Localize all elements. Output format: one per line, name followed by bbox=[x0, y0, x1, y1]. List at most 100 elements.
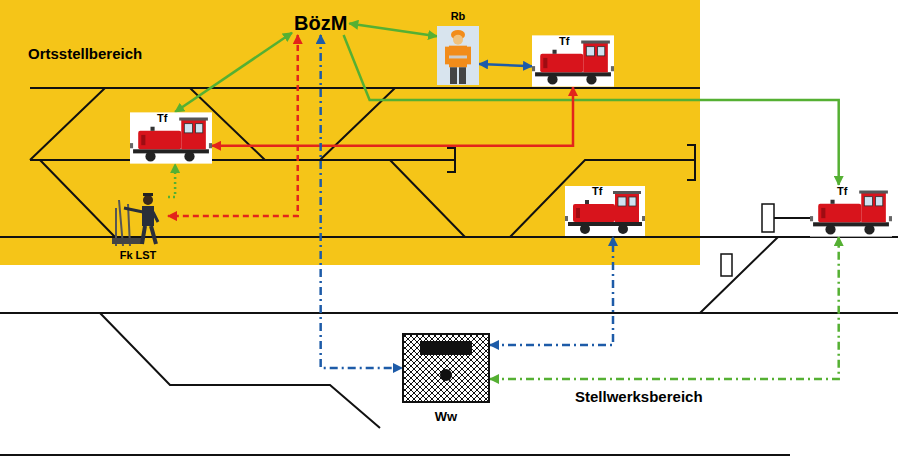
loco-wheel bbox=[184, 151, 194, 161]
loco-cab bbox=[615, 193, 639, 222]
picture-ground bbox=[437, 26, 479, 85]
node-label: Ww bbox=[435, 410, 457, 425]
loco-buffer bbox=[532, 66, 535, 71]
loco-exhaust bbox=[831, 200, 835, 204]
arm bbox=[124, 208, 158, 222]
communication-arrow bbox=[490, 237, 839, 379]
track-lines bbox=[0, 88, 898, 455]
loco-buffer bbox=[209, 143, 212, 148]
switch-box bbox=[403, 334, 489, 402]
communication-arrow bbox=[168, 164, 175, 197]
node-label: Tf bbox=[837, 185, 847, 198]
loco-buffer bbox=[810, 216, 813, 221]
loco-buffer bbox=[642, 216, 645, 221]
loco-exhaust bbox=[585, 200, 589, 204]
person-node: Rb bbox=[437, 10, 479, 85]
node-picture bbox=[532, 35, 614, 87]
lever-frame bbox=[112, 238, 142, 244]
loco-exhaust bbox=[151, 127, 155, 131]
picture-ground bbox=[532, 35, 614, 86]
buffer-stop bbox=[774, 217, 812, 219]
loco-window bbox=[864, 197, 872, 206]
communication-arrow bbox=[321, 35, 402, 368]
operator-node: BözM bbox=[292, 12, 349, 35]
loco-window bbox=[184, 124, 192, 133]
loco-roof bbox=[179, 118, 208, 121]
loco-wheel bbox=[145, 151, 155, 161]
loco-cab bbox=[583, 43, 608, 73]
loco-exhaust bbox=[553, 50, 557, 54]
communication-arrow bbox=[479, 64, 532, 66]
leg bbox=[459, 67, 466, 84]
communication-arrow bbox=[490, 237, 613, 345]
node-picture bbox=[565, 185, 645, 237]
arm bbox=[445, 47, 449, 65]
loco-hood bbox=[818, 204, 861, 222]
loco-wheel bbox=[825, 224, 835, 234]
loco-roof bbox=[613, 191, 641, 194]
loco-window bbox=[586, 47, 594, 56]
loco-buffer bbox=[565, 216, 568, 221]
reflective-stripe bbox=[449, 56, 467, 59]
loco-grille bbox=[576, 208, 580, 218]
switch-bar bbox=[420, 341, 472, 355]
loco-cab bbox=[861, 193, 886, 223]
locomotive-node: Tf bbox=[532, 35, 614, 87]
communication-arrow bbox=[212, 87, 573, 146]
loco-roof bbox=[581, 41, 610, 44]
head bbox=[143, 195, 153, 205]
loco-grille bbox=[141, 135, 145, 145]
label-holder: Stellwerksbereich bbox=[575, 388, 703, 405]
track-marker bbox=[721, 254, 732, 276]
node-picture bbox=[810, 185, 892, 237]
communication-arrow bbox=[168, 35, 298, 216]
loco-window bbox=[618, 197, 626, 206]
leg bbox=[142, 226, 156, 244]
safety-vest bbox=[449, 46, 467, 68]
loco-cab bbox=[181, 120, 206, 150]
loco-window bbox=[598, 47, 605, 56]
loco-window bbox=[629, 197, 636, 206]
locomotive-node: Tf bbox=[565, 185, 645, 237]
picture-ground bbox=[565, 186, 645, 236]
loco-wheel bbox=[547, 74, 557, 84]
loco-wheel bbox=[618, 224, 628, 234]
loco-wheel bbox=[580, 224, 590, 234]
node-picture bbox=[108, 188, 168, 246]
node-picture bbox=[130, 112, 212, 164]
area-label: Stellwerksbereich bbox=[575, 388, 703, 405]
head bbox=[453, 35, 463, 45]
node-label: Tf bbox=[559, 35, 569, 48]
loco-buffer bbox=[130, 143, 133, 148]
node-label: Rb bbox=[451, 10, 466, 23]
locomotive-node: Tf bbox=[810, 185, 892, 237]
locomotive-node: Tf bbox=[130, 112, 212, 164]
loco-buffer bbox=[611, 66, 614, 71]
loco-grille bbox=[543, 58, 547, 68]
communication-arrow bbox=[175, 33, 292, 112]
node-label: Fk LST bbox=[120, 249, 157, 262]
loco-grille bbox=[821, 208, 825, 218]
loco-frame bbox=[535, 72, 611, 76]
loco-hood bbox=[138, 131, 181, 149]
buffer-stop bbox=[447, 145, 695, 180]
loco-frame bbox=[568, 222, 642, 226]
loco-hood bbox=[540, 54, 583, 72]
loco-wheel bbox=[586, 74, 596, 84]
person-node: Fk LST bbox=[108, 188, 168, 262]
area-title: Ortsstellbereich bbox=[28, 45, 142, 62]
buffer-stop bbox=[762, 204, 774, 232]
arm bbox=[467, 47, 471, 65]
switch-dot bbox=[440, 369, 452, 381]
communication-arrow bbox=[344, 35, 839, 185]
leg bbox=[450, 67, 457, 84]
area-band: OrtsstellbereichBözMRbTfTfFk LSTTf bbox=[0, 0, 700, 265]
loco-frame bbox=[813, 222, 889, 226]
loco-buffer bbox=[889, 216, 892, 221]
loco-window bbox=[196, 124, 203, 133]
body bbox=[142, 206, 154, 226]
picture-ground bbox=[810, 185, 892, 236]
node-label: BözM bbox=[294, 12, 347, 35]
node-label: Tf bbox=[157, 112, 167, 125]
